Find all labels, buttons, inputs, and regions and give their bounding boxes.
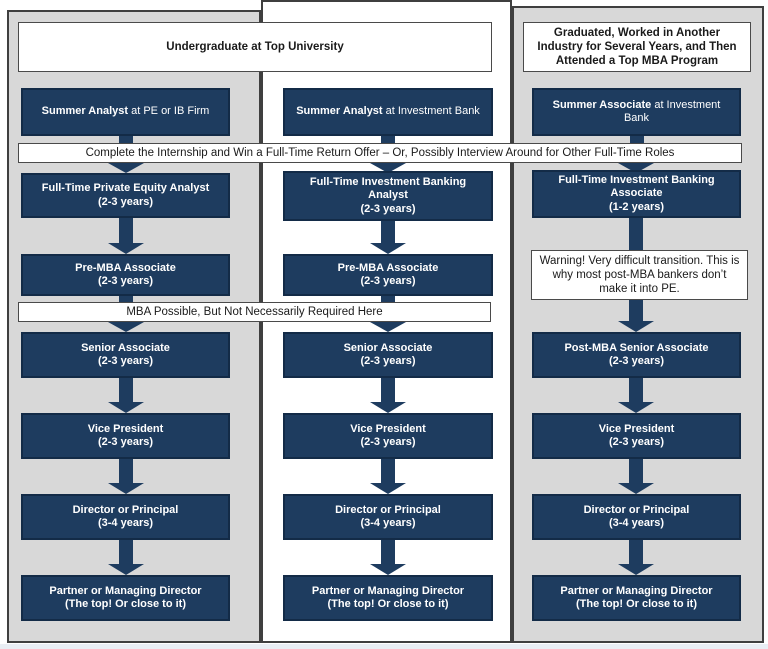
step-duration: (The top! Or close to it) xyxy=(327,598,449,610)
step-duration: (2-3 years) xyxy=(360,275,416,287)
step-duration: (2-3 years) xyxy=(360,202,416,215)
step-duration: (2-3 years) xyxy=(97,275,154,287)
down-arrow-head xyxy=(370,322,406,332)
step-box-director-principal-mba: Director or Principal (3-4 years) xyxy=(532,494,741,540)
step-box-summer-associate-ib: Summer Associate at Investment Bank xyxy=(532,88,741,136)
step-title: Full-Time Private Equity Analyst xyxy=(41,182,210,194)
arrow-stem xyxy=(630,136,644,144)
header-graduated-mba: Graduated, Worked in Another Industry fo… xyxy=(523,22,751,72)
banner-internship-return-offer: Complete the Internship and Win a Full-T… xyxy=(18,143,742,163)
header-undergraduate: Undergraduate at Top University xyxy=(18,22,492,72)
down-arrow-head xyxy=(370,163,406,173)
step-suffix: at Investment Bank xyxy=(382,105,480,118)
step-title: Summer Analyst xyxy=(41,105,129,118)
step-title: Vice President xyxy=(598,422,675,435)
step-box-director-principal-ib: Director or Principal (3-4 years) xyxy=(283,494,493,540)
step-box-director-principal-pe: Director or Principal (3-4 years) xyxy=(21,494,230,540)
arrow-stem xyxy=(119,296,133,303)
step-title: Director or Principal xyxy=(583,503,690,516)
step-box-summer-analyst-pe: Summer Analyst at PE or IB Firm xyxy=(21,88,230,136)
step-box-partner-md-mba: Partner or Managing Director (The top! O… xyxy=(532,575,741,621)
step-duration: (The top! Or close to it) xyxy=(65,598,186,610)
down-arrow-head xyxy=(618,163,654,173)
arrow-stem xyxy=(381,296,395,303)
step-box-pe-analyst: Full-Time Private Equity Analyst (2-3 ye… xyxy=(21,173,230,218)
step-box-summer-analyst-ib: Summer Analyst at Investment Bank xyxy=(283,88,493,136)
step-box-senior-associate-ib: Senior Associate (2-3 years) xyxy=(283,332,493,378)
step-title: Partner or Managing Director xyxy=(311,584,465,597)
step-box-pre-mba-associate-ib: Pre-MBA Associate (2-3 years) xyxy=(283,254,493,296)
step-box-pre-mba-associate-pe: Pre-MBA Associate (2-3 years) xyxy=(21,254,230,296)
step-title: Pre-MBA Associate xyxy=(337,261,439,274)
step-duration: (2-3 years) xyxy=(360,436,416,448)
step-box-vice-president-mba: Vice President (2-3 years) xyxy=(532,413,741,459)
arrow-stem xyxy=(381,136,395,144)
bottom-page-strip xyxy=(0,644,768,649)
down-arrow-head xyxy=(108,322,144,332)
step-title: Director or Principal xyxy=(335,503,441,516)
step-box-ib-associate: Full-Time Investment Banking Associate (… xyxy=(532,170,741,218)
step-title: Director or Principal xyxy=(72,503,179,516)
step-box-senior-associate-pe: Senior Associate (2-3 years) xyxy=(21,332,230,378)
step-duration: (3-4 years) xyxy=(97,517,154,529)
step-box-vice-president-pe: Vice President (2-3 years) xyxy=(21,413,230,459)
step-suffix: at Investment Bank xyxy=(623,98,721,125)
step-title: Vice President xyxy=(87,422,164,435)
step-title: Pre-MBA Associate xyxy=(75,261,176,274)
step-box-partner-md-pe: Partner or Managing Director (The top! O… xyxy=(21,575,230,621)
step-title: Senior Associate xyxy=(81,341,170,354)
step-duration: (2-3 years) xyxy=(97,436,154,448)
step-box-partner-md-ib: Partner or Managing Director (The top! O… xyxy=(283,575,493,621)
step-title: Post-MBA Senior Associate xyxy=(564,341,709,354)
step-title: Partner or Managing Director xyxy=(49,584,202,597)
step-duration: (3-4 years) xyxy=(608,517,665,529)
step-duration: (3-4 years) xyxy=(360,517,416,529)
step-duration: (2-3 years) xyxy=(608,355,665,367)
step-title: Senior Associate xyxy=(343,341,433,354)
step-duration: (2-3 years) xyxy=(608,436,665,448)
down-arrow-head xyxy=(108,163,144,173)
step-duration: (2-3 years) xyxy=(97,195,154,208)
step-suffix: at PE or IB Firm xyxy=(128,105,210,118)
warning-note-box: Warning! Very difficult transition. This… xyxy=(531,250,748,300)
step-title: Summer Analyst xyxy=(296,105,383,118)
step-duration: (2-3 years) xyxy=(360,355,416,367)
step-title: Partner or Managing Director xyxy=(560,584,713,597)
step-duration: (2-3 years) xyxy=(97,355,154,367)
step-box-post-mba-senior-associate: Post-MBA Senior Associate (2-3 years) xyxy=(532,332,741,378)
arrow-stem xyxy=(119,136,133,144)
step-title: Vice President xyxy=(350,422,426,435)
step-box-ib-analyst: Full-Time Investment Banking Analyst (2-… xyxy=(283,171,493,221)
step-duration: (1-2 years) xyxy=(608,200,665,213)
step-title: Summer Associate xyxy=(552,98,652,111)
step-title: Full-Time Investment Banking Associate xyxy=(558,173,715,200)
banner-mba-possible: MBA Possible, But Not Necessarily Requir… xyxy=(18,302,491,322)
step-duration: (The top! Or close to it) xyxy=(576,598,697,610)
step-title: Full-Time Investment Banking Analyst xyxy=(309,175,467,202)
step-box-vice-president-ib: Vice President (2-3 years) xyxy=(283,413,493,459)
